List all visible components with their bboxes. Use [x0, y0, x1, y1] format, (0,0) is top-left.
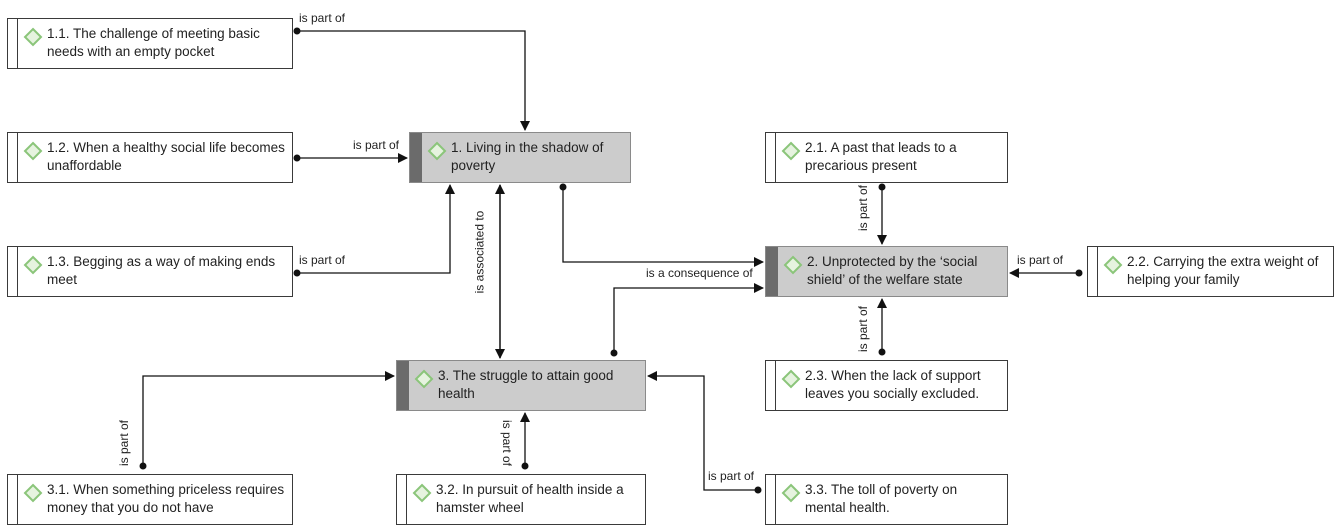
code-label: 3.2. In pursuit of health inside a hamst…	[436, 482, 624, 515]
code-node-1-2[interactable]: 1.2. When a healthy social life becomes …	[7, 132, 293, 183]
edge-3-1-to-3-origin-dot	[139, 462, 147, 470]
diamond-code-icon	[781, 141, 801, 161]
diamond-code-icon	[781, 483, 801, 503]
code-label: 2. Unprotected by the ‘social shield’ of…	[807, 254, 978, 287]
edge-3-to-2-origin-dot	[610, 349, 618, 357]
code-node-1-1[interactable]: 1.1. The challenge of meeting basic need…	[7, 18, 293, 69]
code-node-1[interactable]: 1. Living in the shadow of poverty	[409, 132, 631, 183]
node-bar	[766, 133, 776, 182]
diamond-code-icon	[783, 255, 803, 275]
edge-1-to-2	[562, 187, 764, 267]
node-bar	[8, 133, 18, 182]
diamond-code-icon	[23, 255, 43, 275]
code-label: 2.1. A past that leads to a precarious p…	[805, 140, 957, 173]
code-label: 1.1. The challenge of meeting basic need…	[47, 26, 260, 59]
diamond-code-icon	[23, 483, 43, 503]
edge-1-3-to-1-origin-dot	[293, 269, 301, 277]
edge-3-2-to-3-origin-dot	[521, 462, 529, 470]
code-label: 3.1. When something priceless requires m…	[47, 482, 285, 515]
node-bar	[397, 475, 407, 524]
relation-label: is part of	[500, 419, 515, 467]
code-node-3-2[interactable]: 3.2. In pursuit of health inside a hamst…	[396, 474, 646, 525]
edge-1-3-to-1	[297, 184, 455, 274]
diamond-code-icon	[427, 141, 447, 161]
node-bar	[397, 361, 409, 410]
code-node-3[interactable]: 3. The struggle to attain good health	[396, 360, 646, 411]
code-node-2-1[interactable]: 2.1. A past that leads to a precarious p…	[765, 132, 1008, 183]
code-label: 1.2. When a healthy social life becomes …	[47, 140, 285, 173]
code-node-2[interactable]: 2. Unprotected by the ‘social shield’ of…	[765, 246, 1008, 297]
relation-label: is part of	[856, 305, 871, 353]
relation-label: is associated to	[472, 210, 487, 294]
diamond-code-icon	[23, 141, 43, 161]
node-bar	[8, 475, 18, 524]
edge-1-to-2-origin-dot	[559, 183, 567, 191]
code-label: 1.3. Begging as a way of making ends mee…	[47, 254, 276, 287]
edge-2-2-to-2-origin-dot	[1075, 269, 1083, 277]
diamond-code-icon	[414, 369, 434, 389]
code-label: 3.3. The toll of poverty on mental healt…	[805, 482, 958, 515]
diamond-code-icon	[1103, 255, 1123, 275]
node-bar	[766, 361, 776, 410]
relation-label: is part of	[353, 138, 400, 152]
code-label: 2.3. When the lack of support leaves you…	[805, 368, 981, 401]
node-bar	[410, 133, 422, 182]
diamond-code-icon	[23, 27, 43, 47]
node-bar	[1088, 247, 1098, 296]
edge-3-3-to-3	[647, 371, 758, 491]
edge-1-1-to-1-origin-dot	[293, 27, 301, 35]
code-node-3-1[interactable]: 3.1. When something priceless requires m…	[7, 474, 293, 525]
edge-1-1-to-1	[297, 30, 530, 131]
relation-label: is a consequence of	[646, 266, 753, 280]
relation-label: is part of	[708, 469, 755, 483]
relation-label: is part of	[299, 253, 346, 267]
code-label: 2.2. Carrying the extra weight of helpin…	[1127, 254, 1319, 287]
relation-label: is part of	[1017, 253, 1064, 267]
edge-3-3-to-3-origin-dot	[754, 486, 762, 494]
relation-label: is part of	[299, 11, 346, 25]
diamond-code-icon	[781, 369, 801, 389]
edge-2-1-to-2-origin-dot	[878, 183, 886, 191]
node-bar	[766, 475, 776, 524]
edge-3-1-to-3	[142, 371, 395, 466]
code-node-2-2[interactable]: 2.2. Carrying the extra weight of helpin…	[1087, 246, 1334, 297]
node-bar	[766, 247, 778, 296]
relation-label: is part of	[856, 184, 871, 232]
code-label: 1. Living in the shadow of poverty	[451, 140, 604, 173]
code-node-3-3[interactable]: 3.3. The toll of poverty on mental healt…	[765, 474, 1008, 525]
code-node-2-3[interactable]: 2.3. When the lack of support leaves you…	[765, 360, 1008, 411]
edge-1-2-to-1-origin-dot	[293, 154, 301, 162]
edge-3-to-2	[613, 283, 764, 353]
diamond-code-icon	[412, 483, 432, 503]
node-bar	[8, 19, 18, 68]
edge-2-3-to-2-origin-dot	[878, 348, 886, 356]
relation-label: is part of	[117, 419, 132, 467]
code-label: 3. The struggle to attain good health	[438, 368, 614, 401]
code-node-1-3[interactable]: 1.3. Begging as a way of making ends mee…	[7, 246, 293, 297]
node-bar	[8, 247, 18, 296]
